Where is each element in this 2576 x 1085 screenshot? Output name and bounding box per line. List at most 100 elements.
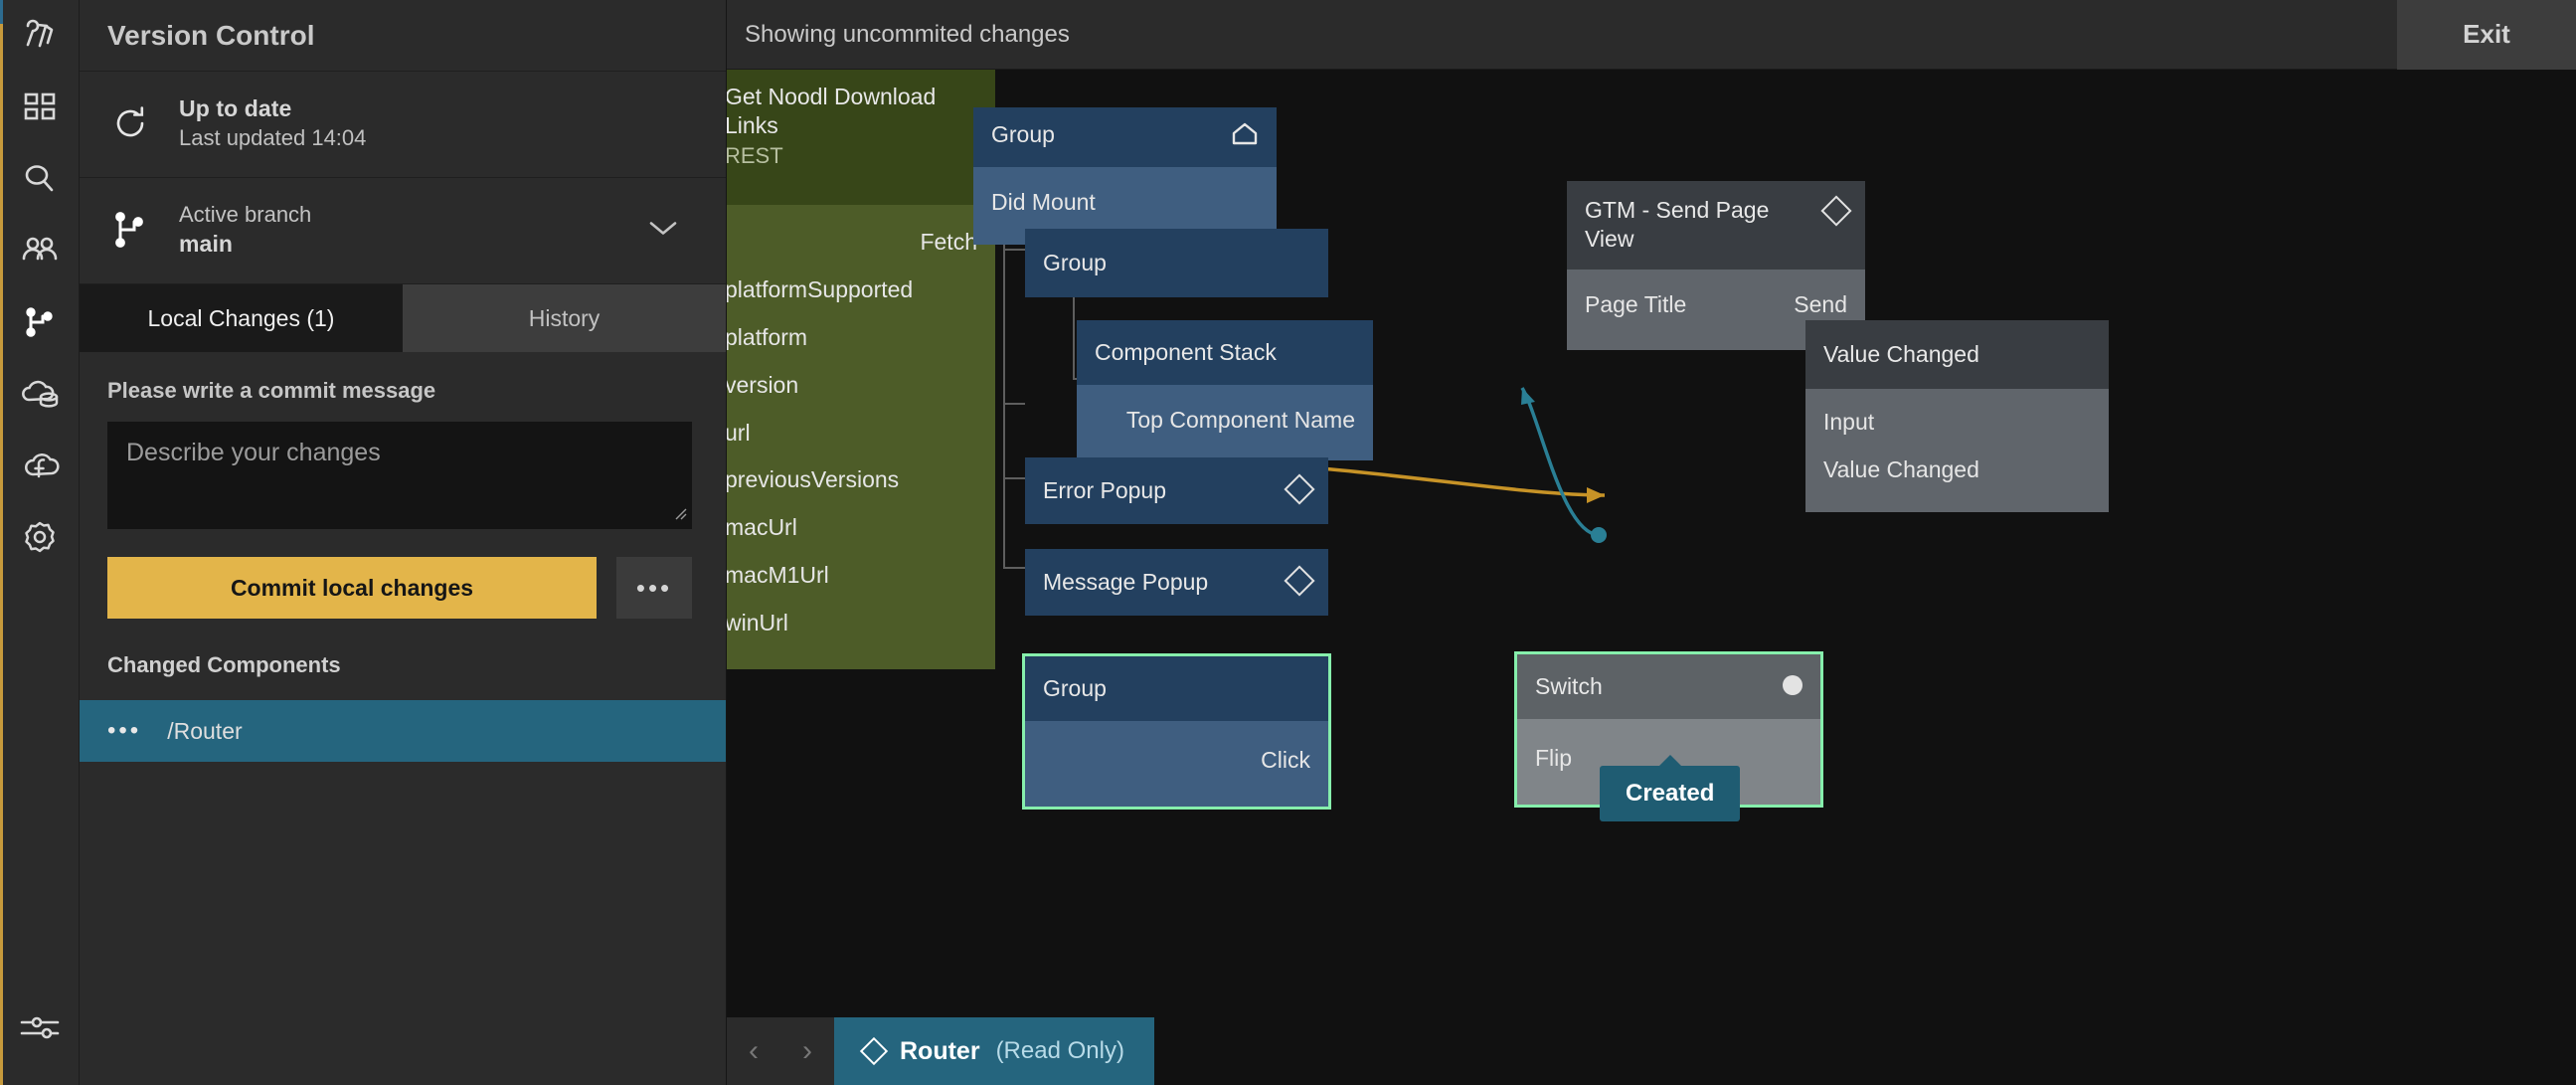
node-header: Switch [1517,654,1820,719]
nav-prev-icon[interactable]: ‹ [749,1034,759,1067]
panel-tabs: Local Changes (1) History [80,284,726,352]
diamond-icon [1284,473,1315,505]
port-previousVersions[interactable]: previousVersions [727,466,900,493]
node-value-changed[interactable]: Value Changed Input Value Changed [1805,320,2109,512]
users-icon[interactable] [0,215,80,286]
node-ports: Top Component Name [1077,384,1373,460]
node-header: Get Noodl Download Links REST [727,70,995,205]
port-click[interactable]: Click [1261,746,1310,773]
tab-local-changes[interactable]: Local Changes (1) [80,284,403,352]
sync-status-text: Up to date [179,95,292,121]
refresh-icon [107,103,153,143]
node-title: Group [991,121,1055,147]
active-branch-row[interactable]: Active branch main [80,178,726,284]
tree-guide-h-2 [1003,403,1025,405]
port-url[interactable]: url [727,419,751,446]
branch-icon[interactable] [0,286,80,358]
port-row-page-title-send: Page Title Send [1567,281,1865,329]
node-title: Error Popup [1043,477,1167,503]
port-input[interactable]: Input [1823,408,1875,435]
commit-local-changes-button[interactable]: Commit local changes [107,557,597,619]
port-platformSupported[interactable]: platformSupported [727,275,914,302]
home-icon [1231,120,1259,153]
page-title: Version Control [80,0,726,72]
node-group-click[interactable]: Group Click [1022,653,1331,810]
port-fetch[interactable]: Fetch [920,229,977,255]
node-title: Group [1043,250,1107,275]
node-header: Message Popup [1025,549,1328,616]
node-header: Component Stack [1077,320,1373,385]
breadcrumb-tab-state: (Read Only) [995,1037,1124,1064]
breadcrumb: ‹ › Router (Read Only) [727,1017,1154,1085]
tab-history[interactable]: History [403,284,726,352]
port-macUrl[interactable]: macUrl [727,514,797,541]
commit-actions: Commit local changes ••• [107,557,698,619]
diamond-icon [1820,195,1852,227]
node-group-2[interactable]: Group [1025,229,1328,297]
node-message-popup[interactable]: Message Popup [1025,549,1328,616]
port-platform[interactable]: platform [727,323,808,350]
port-value-changed-out[interactable]: Value Changed [1823,455,1979,482]
node-graph-canvas[interactable]: Get Noodl Download Links REST Fetch plat… [727,70,2576,1085]
sync-status-row[interactable]: Up to date Last updated 14:04 [80,72,726,178]
node-title: Switch [1535,673,1603,699]
node-gtm-send-page-view[interactable]: GTM - Send Page View Page Title Send [1567,181,1865,351]
node-header: Group [1025,656,1328,721]
node-title: Value Changed [1823,341,1979,367]
changed-component-row-router[interactable]: ••• /Router [80,700,726,762]
noodl-logo-icon[interactable] [0,0,80,72]
gear-icon[interactable] [0,501,80,573]
active-branch-value: main [179,231,234,257]
search-icon[interactable] [0,143,80,215]
node-error-popup[interactable]: Error Popup [1025,457,1328,524]
node-component-stack[interactable]: Component Stack Top Component Name [1077,320,1373,460]
port-send[interactable]: Send [1794,290,1847,317]
tree-guide-vertical-2 [1073,265,1075,379]
port-macM1Url[interactable]: macM1Url [727,562,829,589]
exit-button[interactable]: Exit [2397,0,2576,70]
node-title: Component Stack [1095,339,1277,365]
tree-guide-h-1 [1003,249,1025,251]
icon-rail [0,0,80,1085]
port-version[interactable]: version [727,371,799,398]
canvas-area: Showing uncommited changes Exit [727,0,2576,1085]
breadcrumb-tab-router[interactable]: Router (Read Only) [834,1017,1154,1085]
cloud-functions-icon[interactable] [0,430,80,501]
changed-component-name: /Router [167,717,243,744]
tree-guide-h-3 [1003,477,1025,479]
rail-accent-stripe-top [0,0,3,24]
version-control-panel: Version Control Up to date Last updated … [80,0,727,1085]
commit-message-input[interactable] [107,422,692,529]
branch-icon [107,208,153,252]
node-header: GTM - Send Page View [1567,181,1865,270]
node-title: Message Popup [1043,569,1209,595]
node-title: Get Noodl Download Links [727,84,937,138]
port-top-component-name[interactable]: Top Component Name [1125,406,1355,433]
sliders-icon[interactable] [0,992,80,1063]
port-did-mount[interactable]: Did Mount [991,188,1096,215]
port-page-title[interactable]: Page Title [1585,290,1687,317]
node-title: GTM - Send Page View [1585,197,1770,252]
port-winUrl[interactable]: winUrl [727,610,788,636]
rail-accent-stripe [0,0,3,1085]
dot-icon [1783,675,1803,695]
canvas-topbar: Showing uncommited changes Exit [727,0,2576,70]
cloud-database-icon[interactable] [0,358,80,430]
node-subtitle: REST [727,142,783,168]
node-header: Group [1025,229,1328,297]
active-branch-label: Active branch [179,202,312,227]
port-flip[interactable]: Flip [1535,744,1573,771]
node-get-noodl-download-links[interactable]: Get Noodl Download Links REST Fetch plat… [727,70,995,670]
chevron-down-icon[interactable] [648,220,678,243]
diamond-icon [1284,565,1315,597]
node-group-root[interactable]: Group Did Mount [973,107,1277,245]
node-ports: Click [1025,720,1328,807]
diamond-icon [859,1036,889,1066]
nav-next-icon[interactable]: › [802,1034,812,1067]
tree-guide-vertical [1003,167,1005,569]
components-grid-icon[interactable] [0,72,80,143]
row-more-icon[interactable]: ••• [107,717,142,744]
showing-changes-label: Showing uncommited changes [745,20,1070,48]
changed-components-heading: Changed Components [107,652,341,677]
commit-more-options-button[interactable]: ••• [616,557,692,619]
